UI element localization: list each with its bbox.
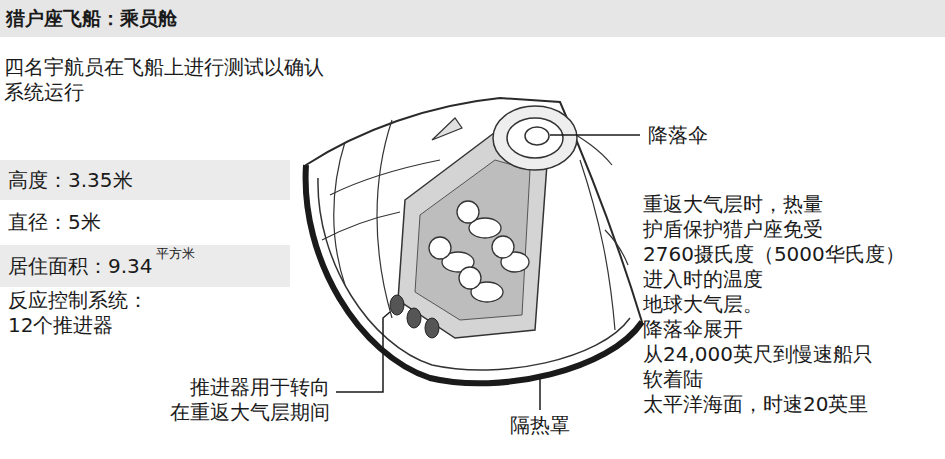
text-line: 进入时的温度 (643, 267, 905, 292)
text-line: 直径：5米 (8, 210, 101, 235)
thrusters (390, 295, 439, 338)
label-text: 隔热罩 (510, 413, 570, 438)
text-line: 地球大气层。 (643, 292, 905, 317)
heat-shield (306, 165, 642, 383)
text-line: 软着陆 (643, 367, 905, 392)
window (432, 118, 462, 140)
text-line: 隔热罩 (510, 413, 570, 438)
cabin-floor (415, 160, 530, 320)
heat-shield-rim (318, 178, 630, 370)
text-line: 四名宇航员在飞船上进行测试以确认 (4, 55, 324, 80)
text-line: 降落伞 (648, 123, 708, 148)
text-line: 12个推进器 (8, 313, 148, 338)
band-text: 居住面积：9.34 (8, 254, 153, 279)
text-line: 在重返大气层期间 (170, 400, 330, 425)
capsule-body (306, 98, 642, 383)
text-line: 2760摄氏度（5000华氏度） (643, 242, 905, 267)
text-line: 反应控制系统： (8, 288, 148, 313)
label-text: 反应控制系统： 12个推进器 (8, 288, 148, 338)
astronauts (429, 201, 529, 302)
unit-superscript: 平方米 (156, 246, 195, 261)
label-text: 直径：5米 (8, 210, 101, 235)
leader-line (539, 374, 541, 410)
label-text: 推进器用于转向 在重返大气层期间 (170, 375, 330, 425)
info-band: 高度：3.35米 (0, 160, 290, 200)
text-line: 护盾保护猎户座免受 (643, 217, 905, 242)
text-line: 从24,000英尺到慢速船只 (643, 342, 905, 367)
band-text: 高度：3.35米 (8, 168, 133, 193)
text-line: 太平洋海面，时速20英里 (643, 392, 905, 417)
text-line: 推进器用于转向 (170, 375, 330, 400)
leader-line (550, 134, 640, 136)
leader-line (336, 312, 390, 392)
title-text: 猎户座飞船：乘员舱 (6, 7, 177, 30)
label-text: 降落伞 (648, 123, 708, 148)
text-line: 降落伞展开 (643, 317, 905, 342)
parachute-housing (493, 106, 577, 170)
info-band: 居住面积：9.34平方米 (0, 245, 290, 287)
label-text: 重返大气层时，热量 护盾保护猎户座免受 2760摄氏度（5000华氏度） 进入时… (643, 192, 905, 417)
text-line: 重返大气层时，热量 (643, 192, 905, 217)
label-text: 四名宇航员在飞船上进行测试以确认 系统运行 (4, 55, 324, 105)
text-line: 系统运行 (4, 80, 324, 105)
